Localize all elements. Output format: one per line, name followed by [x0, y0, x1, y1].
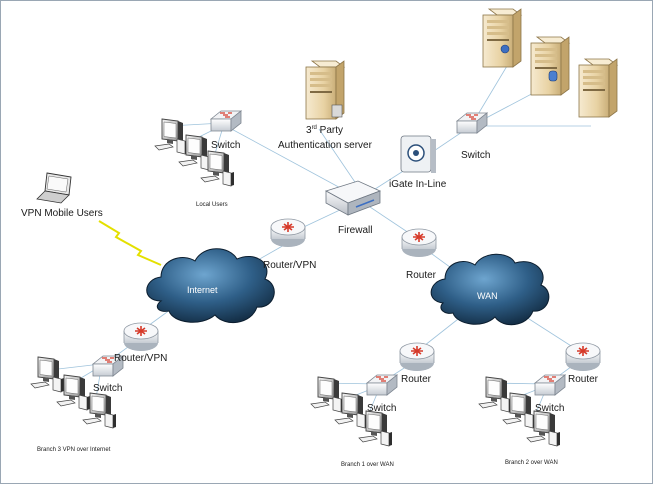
- router-branch1-label: Router: [401, 374, 432, 385]
- lightning-link-icon: [98, 220, 162, 266]
- computer-icon: [30, 356, 65, 393]
- computer-icon: [310, 376, 345, 413]
- server-icon: [482, 8, 522, 68]
- igate-appliance-icon: [400, 135, 436, 173]
- router-icon: [270, 218, 306, 248]
- branch2-caption: Branch 2 over WAN: [505, 460, 558, 466]
- router-vpn-branch3-label: Router/VPN: [114, 353, 167, 364]
- auth-server-icon: [305, 60, 345, 120]
- switch-icon: [366, 374, 398, 396]
- auth-server-label-pre: 3rd Party: [306, 125, 343, 136]
- switch-branch1-label: Switch: [367, 403, 396, 414]
- switch-branch3-label: Switch: [93, 383, 122, 394]
- vpn-mobile-users-label: VPN Mobile Users: [21, 208, 103, 219]
- router-vpn-top-label: Router/VPN: [263, 260, 316, 271]
- server-icon: [530, 36, 570, 96]
- internet-cloud-icon: Internet: [146, 248, 275, 323]
- router-main-label: Router: [406, 270, 437, 281]
- router-branch2-label: Router: [568, 374, 599, 385]
- router-icon: [399, 342, 435, 372]
- server-icon: [578, 58, 618, 118]
- computer-icon: [154, 118, 189, 155]
- internet-label: Internet: [187, 285, 218, 295]
- igate-label: iGate In-Line: [389, 179, 447, 190]
- switch-local-label: Switch: [211, 140, 240, 151]
- wan-label: WAN: [477, 291, 498, 301]
- local-users-label: Local Users: [196, 202, 228, 208]
- switch-branch2-label: Switch: [535, 403, 564, 414]
- switch-icon: [210, 110, 242, 132]
- wan-cloud-icon: WAN: [430, 253, 550, 326]
- branch3-caption: Branch 3 VPN over Internet: [37, 447, 111, 453]
- router-icon: [123, 322, 159, 352]
- switch-icon: [456, 112, 488, 134]
- firewall-icon: [324, 180, 382, 216]
- laptop-icon: [36, 172, 72, 204]
- branch1-caption: Branch 1 over WAN: [341, 462, 394, 468]
- auth-server-label: Authentication server: [278, 140, 373, 151]
- firewall-label: Firewall: [338, 225, 372, 236]
- switch-server-label: Switch: [461, 150, 490, 161]
- router-icon: [401, 228, 437, 258]
- switch-icon: [534, 374, 566, 396]
- computer-icon: [478, 376, 513, 413]
- router-icon: [565, 342, 601, 372]
